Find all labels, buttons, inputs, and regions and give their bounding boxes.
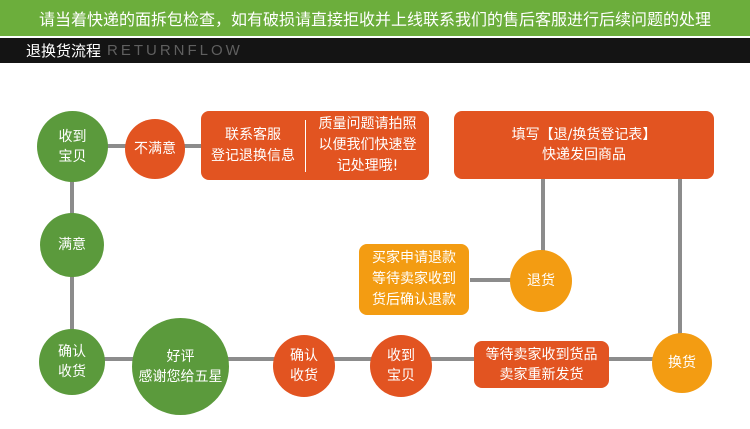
section-subtitle: RETURNFLOW <box>107 42 243 59</box>
node-exchange-goods: 换货 <box>652 333 712 393</box>
node-receive-goods: 收到 宝贝 <box>37 111 108 182</box>
node-fill-form: 填写【退/换货登记表】 快递发回商品 <box>454 111 714 179</box>
contact-divider <box>305 119 306 172</box>
node-satisfied: 满意 <box>40 213 104 277</box>
node-praise: 好评 感谢您给五星 <box>132 318 229 415</box>
node-return-goods: 退货 <box>510 250 572 312</box>
notice-banner: 请当着快递的面拆包检查，如有破损请直接拒收并上线联系我们的售后客服进行后续问题的… <box>0 0 750 36</box>
node-wait-resend: 等待卖家收到货品 卖家重新发货 <box>474 341 609 388</box>
photo-hint-text: 质量问题请拍照 以便我们快速登 记处理哦! <box>318 116 417 174</box>
contact-text: 联系客服 登记退换信息 <box>211 126 295 164</box>
node-receive-goods-return: 收到 宝贝 <box>370 335 432 397</box>
section-title: 退换货流程 <box>26 42 102 60</box>
node-confirm-receipt-return: 确认 收货 <box>273 335 335 397</box>
node-confirm-receipt: 确认 收货 <box>39 329 105 395</box>
notice-text: 请当着快递的面拆包检查，如有破损请直接拒收并上线联系我们的售后客服进行后续问题的… <box>38 10 711 29</box>
node-refund-request: 买家申请退款 等待卖家收到 货后确认退款 <box>359 244 469 315</box>
node-contact-service: 联系客服 登记退换信息 质量问题请拍照 以便我们快速登 记处理哦! <box>201 111 429 180</box>
node-unsatisfied: 不满意 <box>125 119 185 179</box>
section-title-bar: 退换货流程 RETURNFLOW <box>0 38 750 63</box>
